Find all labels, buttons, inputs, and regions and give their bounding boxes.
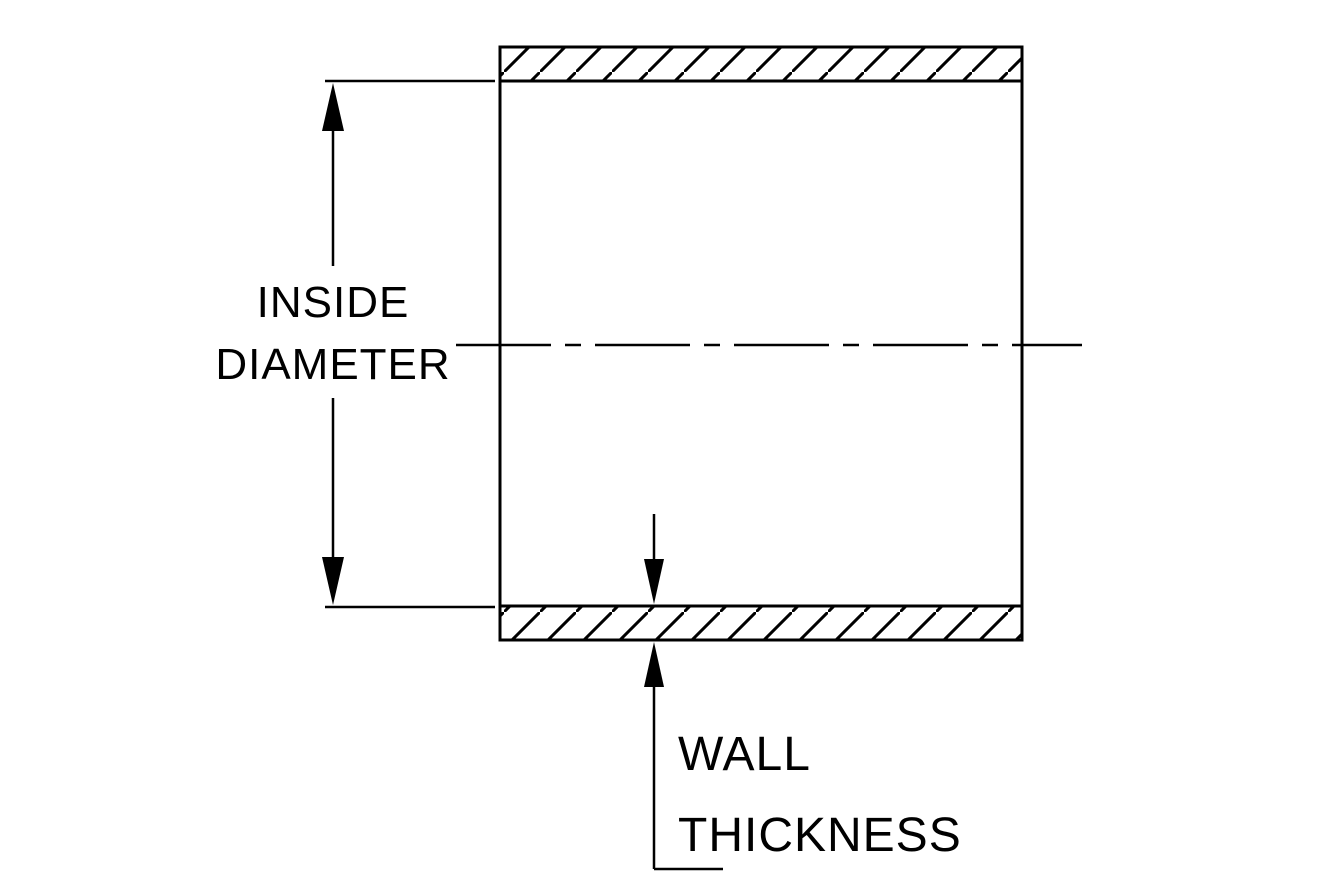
bottom-wall-hatch [498, 604, 1024, 642]
inside-diameter-label-line2: DIAMETER [215, 340, 450, 389]
arrowhead-up-icon [644, 642, 664, 687]
inside-diameter-label-line1: INSIDE [257, 278, 410, 327]
arrowhead-down-icon [644, 559, 664, 604]
arrowhead-down-icon [322, 557, 344, 605]
wall-thickness-label-line2: THICKNESS [678, 809, 962, 862]
wall-thickness-label-line1: WALL [678, 728, 811, 781]
top-wall-hatch [498, 45, 1024, 83]
tube-body [456, 45, 1082, 642]
arrowhead-up-icon [322, 83, 344, 131]
inside-diameter-dimension: INSIDE DIAMETER [215, 79, 495, 609]
wall-thickness-dimension: WALL THICKNESS [644, 514, 962, 871]
